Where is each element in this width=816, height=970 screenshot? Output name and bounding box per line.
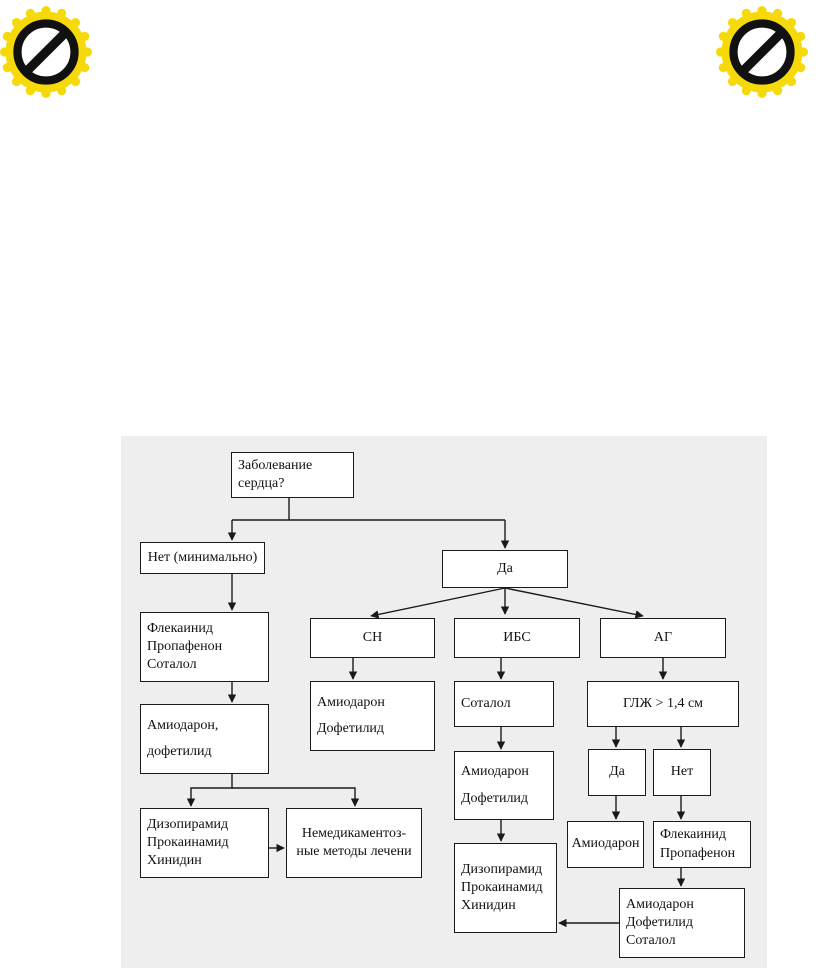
lvh-no-label: Нет bbox=[670, 764, 694, 780]
root-line-1: Заболевание bbox=[238, 457, 313, 473]
heart-failure-box: СН bbox=[310, 618, 435, 658]
lvh-no-drug-1: Флекаинид bbox=[660, 827, 726, 843]
third-line-drug-2: Прокаинамид bbox=[147, 834, 229, 850]
ihd-label: ИБС bbox=[503, 629, 531, 645]
lvh-no-drugs-box: Флекаинид Пропафенон bbox=[653, 821, 751, 868]
no-branch-label: Нет (минимально) bbox=[147, 549, 258, 565]
ihd-third-drug-3: Хинидин bbox=[461, 898, 516, 914]
ihd-second-drugs-box: Амиодарон Дофетилид bbox=[454, 751, 554, 820]
lvh-label: ГЛЖ > 1,4 см bbox=[622, 695, 704, 711]
yes-branch-box: Да bbox=[442, 550, 568, 588]
hf-drug-2: Дофетилид bbox=[317, 721, 385, 736]
lvh-yes-drug: Амиодарон bbox=[571, 836, 640, 852]
hypertension-label: АГ bbox=[653, 629, 673, 645]
hf-drug-1: Амиодарон bbox=[317, 694, 385, 710]
non-drug-line-2: ные методы лечени bbox=[296, 844, 412, 859]
ihd-third-drug-2: Прокаинамид bbox=[461, 879, 543, 895]
ihd-first-drug-box: Соталол bbox=[454, 681, 554, 727]
root-question-box: Заболевание сердца? bbox=[231, 452, 354, 498]
ah-next-drug-3: Соталол bbox=[626, 933, 676, 949]
lvh-box: ГЛЖ > 1,4 см bbox=[587, 681, 739, 727]
ah-next-drugs-box: Амиодарон Дофетилид Соталол bbox=[619, 888, 745, 958]
ihd-second-drug-2: Дофетилид bbox=[461, 790, 529, 806]
yes-branch-label: Да bbox=[497, 560, 513, 576]
prohibited-sign-icon bbox=[0, 6, 92, 98]
heart-failure-drugs-box: Амиодарон Дофетилид bbox=[310, 681, 435, 751]
ihd-second-drug-1: Амиодарон bbox=[461, 764, 529, 780]
flowchart-panel: Заболевание сердца? Нет (минимально) Фле… bbox=[121, 436, 767, 968]
second-line-drug-1: Амиодарон, bbox=[147, 717, 219, 733]
second-line-drug-2: дофетилид bbox=[147, 744, 212, 759]
third-line-drug-3: Хинидин bbox=[147, 853, 202, 869]
ihd-third-drug-1: Дизопирамид bbox=[461, 861, 543, 877]
ihd-first-drug: Соталол bbox=[461, 695, 511, 711]
first-line-drug-1: Флекаинид bbox=[147, 620, 213, 636]
lvh-yes-box: Да bbox=[588, 749, 646, 796]
hypertension-box: АГ bbox=[600, 618, 726, 658]
heart-failure-label: СН bbox=[362, 629, 383, 645]
non-drug-line-1: Немедикаментоз- bbox=[301, 825, 407, 841]
first-line-drug-2: Пропафенон bbox=[147, 638, 223, 654]
third-line-drug-1: Дизопирамид bbox=[147, 816, 229, 832]
first-line-drugs-box: Флекаинид Пропафенон Соталол bbox=[140, 612, 269, 682]
lvh-no-drug-2: Пропафенон bbox=[660, 845, 736, 861]
prohibited-sign-icon bbox=[716, 6, 808, 98]
second-line-drugs-box: Амиодарон, дофетилид bbox=[140, 704, 269, 774]
ah-next-drug-1: Амиодарон bbox=[626, 896, 694, 912]
root-line-2: сердца? bbox=[238, 476, 285, 491]
non-drug-therapy-box: Немедикаментоз- ные методы лечени bbox=[286, 808, 422, 878]
first-line-drug-3: Соталол bbox=[147, 657, 197, 673]
flow-connectors bbox=[186, 498, 686, 928]
lvh-yes-label: Да bbox=[609, 764, 625, 780]
ah-next-drug-2: Дофетилид bbox=[626, 914, 694, 930]
lvh-no-box: Нет bbox=[653, 749, 711, 796]
third-line-drugs-box: Дизопирамид Прокаинамид Хинидин bbox=[140, 808, 269, 878]
ischemic-heart-disease-box: ИБС bbox=[454, 618, 580, 658]
no-branch-box: Нет (минимально) bbox=[140, 542, 265, 574]
lvh-yes-drug-box: Амиодарон bbox=[567, 821, 644, 868]
ihd-third-drugs-box: Дизопирамид Прокаинамид Хинидин bbox=[454, 843, 557, 933]
